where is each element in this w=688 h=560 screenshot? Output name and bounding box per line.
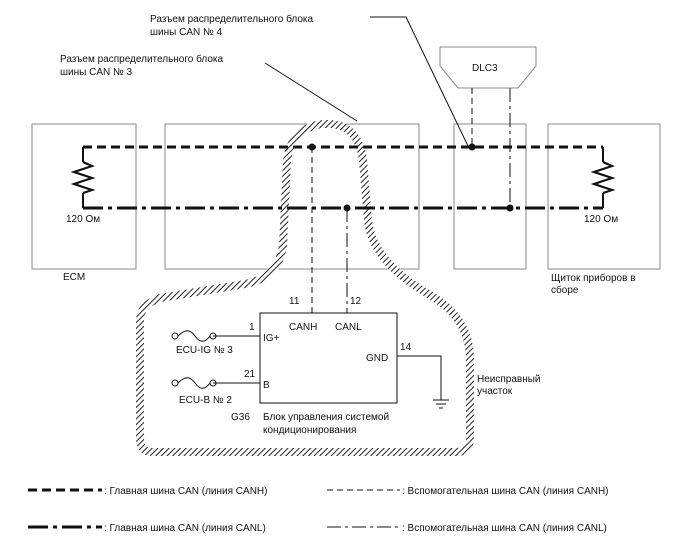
gnd-wire [397,355,442,400]
ecu-code: G36 [231,412,250,423]
pin-canl-number: 12 [350,296,362,307]
dlc3-label: DLC3 [472,63,498,74]
meter-resistor-label: 120 Ом [584,214,618,225]
can4-callout-line2: шины CAN № 4 [150,27,222,38]
junction-dot [308,143,316,151]
ecm-resistor-label: 120 Ом [66,214,100,225]
can3-callout-leader [264,62,358,122]
junction-connector-3-box [164,123,420,270]
junction-connector-4-box [453,123,527,270]
fuse-ig-label: ECU-IG № 3 [176,345,233,356]
ac-ecu-box [259,312,398,404]
ecm-label: ECM [63,272,85,283]
can4-callout-line1: Разъем распределительного блока [150,13,314,25]
terminal-canl: CANL [335,322,362,333]
junction-dot [343,204,351,212]
ecu-title-line2: кондиционирования [263,425,356,436]
can3-callout-line2: шины CAN № 3 [60,67,132,78]
ecu-title-line1: Блок управления системой [263,412,389,423]
can3-callout-line1: Разъем распределительного блока [60,53,224,65]
can4-callout-leader [370,16,469,147]
pin-canh-number: 11 [289,296,300,307]
terminal-gnd: GND [366,353,388,364]
meter-label-line1: Щиток приборов в [551,272,636,284]
meter-resistor-symbol [590,160,616,195]
fault-area-label-line1: Неисправный [477,374,541,385]
legend-text-sub-canl: : Вспомогательная шина CAN (линия CANL) [402,523,607,534]
pin-b-number: 21 [244,369,256,380]
pin-ig-number: 1 [249,322,255,333]
legend-text-main-canh: : Главная шина CAN (линия CANH) [104,486,267,497]
fuse-b-label: ECU-B № 2 [179,395,232,406]
ground-icon [433,399,449,409]
combination-meter-box [547,123,661,270]
fault-area-outline [136,120,474,456]
junction-dot [506,204,514,212]
fuse-ig-symbol [171,330,217,342]
pin-gnd-number: 14 [400,342,412,353]
legend: : Главная шина CAN (линия CANH) : Вспомо… [28,486,609,534]
junction-dot [468,143,476,151]
meter-label-line2: сборе [551,284,579,296]
fuse-b-symbol [171,377,217,389]
dlc3-connector [439,46,537,89]
fault-area-label-line2: участок [477,386,513,397]
legend-text-sub-canh: : Вспомогательная шина CAN (линия CANH) [402,486,609,497]
ecm-resistor-symbol [70,160,96,195]
ecm-box [31,123,137,270]
terminal-canh: CANH [289,322,317,333]
terminal-ig: IG+ [263,333,280,344]
terminal-b: B [263,380,270,391]
legend-text-main-canl: : Главная шина CAN (линия CANL) [104,523,266,534]
